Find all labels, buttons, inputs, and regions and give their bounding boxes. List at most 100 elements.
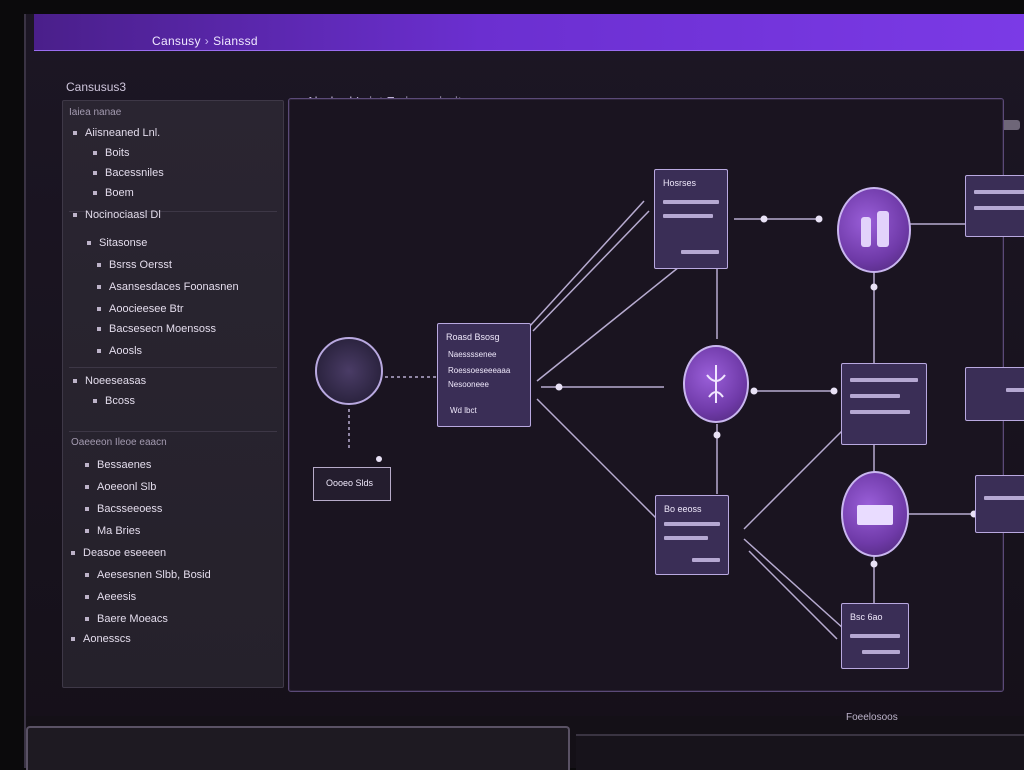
- node-bar: [862, 650, 900, 654]
- connector-dot: [870, 283, 878, 291]
- edge-node[interactable]: [965, 175, 1024, 237]
- detail-node[interactable]: [841, 363, 927, 445]
- node-bar: [974, 206, 1024, 210]
- bullet-icon: [93, 191, 97, 196]
- node-bar: [984, 496, 1024, 500]
- connector-dot: [555, 383, 563, 391]
- node-bar: [850, 634, 900, 638]
- bullet-icon: [93, 171, 97, 176]
- sidebar-item[interactable]: Boem: [93, 187, 134, 199]
- sidebar-item[interactable]: Bessaenes: [85, 459, 151, 471]
- connector-line: [748, 550, 838, 640]
- bullet-icon: [73, 213, 77, 218]
- bullet-icon: [87, 241, 91, 246]
- center-node[interactable]: Roasd Bsosg Naessssenee Roessoeseeeaaa N…: [437, 323, 531, 427]
- start-node[interactable]: [315, 337, 383, 405]
- sidebar-item[interactable]: Asansesdaces Foonasnen: [97, 281, 239, 293]
- start-tag[interactable]: Oooeo Slds: [313, 467, 391, 501]
- brand-name: Cansusy: [152, 34, 201, 48]
- people-icon: [861, 211, 889, 247]
- connector-line: [528, 200, 645, 328]
- bullet-icon: [85, 617, 89, 622]
- connector-layer: [348, 200, 979, 640]
- sidebar-item[interactable]: Boits: [93, 147, 129, 159]
- node-bar: [974, 190, 1024, 194]
- sidebar-divider: [69, 367, 277, 368]
- bullet-icon: [93, 151, 97, 156]
- sidebar-item[interactable]: Bacsseeoess: [85, 503, 162, 515]
- connector-line: [536, 398, 658, 520]
- bullet-icon: [71, 637, 75, 642]
- right-bottom-node-title: Bsc 6ao: [850, 612, 883, 622]
- sidebar-item[interactable]: Deasoe eseeeen: [71, 547, 166, 559]
- node-bar: [692, 558, 720, 562]
- node-bar: [1006, 388, 1024, 392]
- app-window: Cansusy›Sianssd Cansusus3 Alschad Lyint …: [24, 14, 1024, 770]
- center-node-footer: Wd lbct: [450, 406, 477, 415]
- bullet-icon: [97, 327, 101, 332]
- bullet-icon: [97, 307, 101, 312]
- top-node[interactable]: Hosrses: [654, 169, 728, 269]
- node-bar: [663, 200, 719, 204]
- edge-node[interactable]: [975, 475, 1024, 533]
- center-node-line: Nesooneee: [448, 380, 489, 389]
- node-bar: [850, 394, 900, 398]
- bullet-icon: [85, 595, 89, 600]
- bullet-icon: [85, 507, 89, 512]
- brand-sub: Sianssd: [213, 34, 258, 48]
- folder-node[interactable]: [841, 471, 909, 557]
- brand-separator: ›: [204, 34, 210, 48]
- flower-icon: [706, 365, 726, 403]
- bullet-icon: [73, 379, 77, 384]
- sidebar-item[interactable]: Aoocieesee Btr: [97, 303, 184, 315]
- bottom-node-title: Bo eeoss: [664, 504, 702, 514]
- connector-dot: [713, 431, 721, 439]
- edge-node[interactable]: [965, 367, 1024, 421]
- sidebar-item[interactable]: Noeeseasas: [73, 375, 146, 387]
- sidebar-divider: [69, 211, 277, 212]
- node-bar: [850, 378, 918, 382]
- folder-icon: [857, 505, 893, 525]
- bottom-node[interactable]: Bo eeoss: [655, 495, 729, 575]
- sidebar-item[interactable]: Baere Moeacs: [85, 613, 168, 625]
- connector-dot: [376, 456, 382, 462]
- sidebar-item[interactable]: Sitasonse: [87, 237, 147, 249]
- sidebar-item[interactable]: Aeeesis: [85, 591, 136, 603]
- process-node[interactable]: [683, 345, 749, 423]
- node-bar: [664, 522, 720, 526]
- center-node-title: Roasd Bsosg: [446, 332, 500, 342]
- sidebar-item[interactable]: Ma Bries: [85, 525, 140, 537]
- sidebar-item[interactable]: Aoosls: [97, 345, 142, 357]
- bullet-icon: [71, 551, 75, 556]
- connector-dot: [815, 215, 823, 223]
- connector-dot: [750, 387, 758, 395]
- bullet-icon: [97, 349, 101, 354]
- sidebar-item[interactable]: Bcoss: [93, 395, 135, 407]
- bottom-panel-secondary[interactable]: [576, 734, 1024, 770]
- sidebar-item[interactable]: Aonesscs: [71, 633, 131, 645]
- sidebar-group-head[interactable]: Nocinociaasl Dl: [73, 209, 161, 221]
- center-node-line: Naessssenee: [448, 350, 497, 359]
- workflow-canvas[interactable]: Oooeo Slds Roasd Bsosg Naessssenee Roess…: [288, 98, 1024, 692]
- connector-dot: [830, 387, 838, 395]
- bullet-icon: [93, 399, 97, 404]
- connector-line: [743, 428, 845, 530]
- user-node[interactable]: [837, 187, 911, 273]
- connector-line: [532, 210, 650, 332]
- bullet-icon: [85, 485, 89, 490]
- sidebar-item[interactable]: Aiisneaned Lnl.: [73, 127, 160, 139]
- connector-dot: [760, 215, 768, 223]
- sidebar-item[interactable]: Aoeeonl Slb: [85, 481, 156, 493]
- sidebar-item[interactable]: Aeesesnen Slbb, Bosid: [85, 569, 211, 581]
- sidebar: Iaiea nanae Aiisneaned Lnl. Boits Bacess…: [62, 100, 284, 688]
- sidebar-item[interactable]: Bsrss Oersst: [97, 259, 172, 271]
- center-node-line: Roessoeseeeaaa: [448, 366, 511, 375]
- node-bar: [663, 214, 713, 218]
- right-bottom-node[interactable]: Bsc 6ao: [841, 603, 909, 669]
- sidebar-item[interactable]: Bacsesecn Moensoss: [97, 323, 216, 335]
- bottom-panel[interactable]: [26, 726, 570, 770]
- top-node-title: Hosrses: [663, 178, 697, 188]
- start-tag-label: Oooeo Slds: [326, 478, 374, 488]
- bullet-icon: [85, 463, 89, 468]
- sidebar-item[interactable]: Bacessniles: [93, 167, 164, 179]
